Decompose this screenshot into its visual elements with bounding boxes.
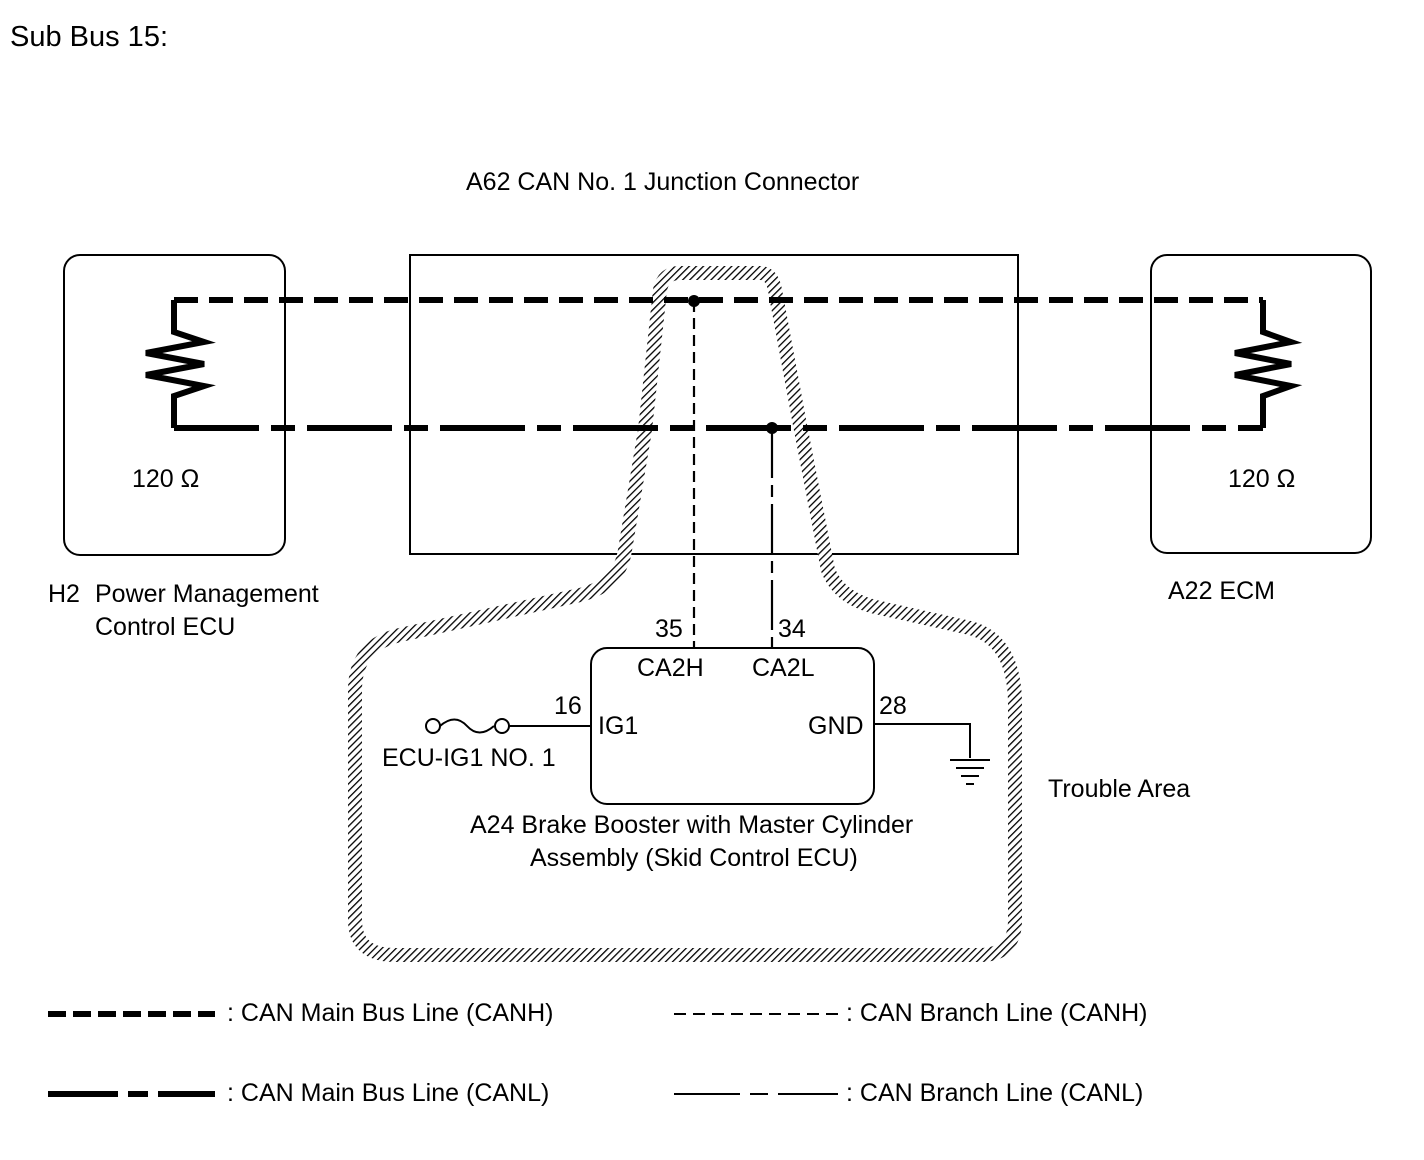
pin-gnd-label: GND [808, 712, 864, 740]
legend-branch-canl-label: : CAN Branch Line (CANL) [846, 1079, 1143, 1107]
right-termination-resistor [1234, 300, 1303, 428]
ecm-name: A22 ECM [1168, 577, 1275, 605]
junction-connector-box [409, 254, 1019, 555]
fuse-left-terminal [425, 718, 441, 734]
left-resistance-value: 120 Ω [132, 465, 199, 493]
ecm-box [1150, 254, 1372, 554]
left-termination-resistor [145, 300, 216, 428]
trouble-area-outline [348, 266, 1022, 962]
pin-34-number: 34 [778, 615, 806, 643]
skid-control-ecu-name-line2: Assembly (Skid Control ECU) [530, 844, 858, 872]
junction-connector-label: A62 CAN No. 1 Junction Connector [466, 168, 859, 196]
legend-branch-canh-label: : CAN Branch Line (CANH) [846, 999, 1147, 1027]
right-resistance-value: 120 Ω [1228, 465, 1295, 493]
fuse-label: ECU-IG1 NO. 1 [382, 744, 556, 772]
power-management-ecu-name-line2: Control ECU [95, 613, 235, 641]
pin-16-number: 16 [554, 692, 582, 720]
pin-ca2h-label: CA2H [637, 654, 704, 682]
legend-main-canl-label: : CAN Main Bus Line (CANL) [227, 1079, 549, 1107]
skid-control-ecu-name-line1: A24 Brake Booster with Master Cylinder [470, 811, 913, 839]
page-title: Sub Bus 15: [10, 21, 168, 53]
fuse-icon [439, 718, 495, 734]
pin-ca2l-label: CA2L [752, 654, 815, 682]
gnd-wire [874, 723, 971, 758]
ground-icon [950, 759, 990, 785]
power-management-ecu-code: H2 [48, 580, 80, 608]
pin-28-number: 28 [879, 692, 907, 720]
legend-main-canh-label: : CAN Main Bus Line (CANH) [227, 999, 553, 1027]
pin-ig1-label: IG1 [598, 712, 638, 740]
trouble-area-label: Trouble Area [1048, 775, 1190, 803]
fuse-right-terminal [494, 718, 510, 734]
pin-35-number: 35 [655, 615, 683, 643]
power-management-ecu-box [63, 254, 286, 556]
power-management-ecu-name-line1: Power Management [95, 580, 319, 608]
